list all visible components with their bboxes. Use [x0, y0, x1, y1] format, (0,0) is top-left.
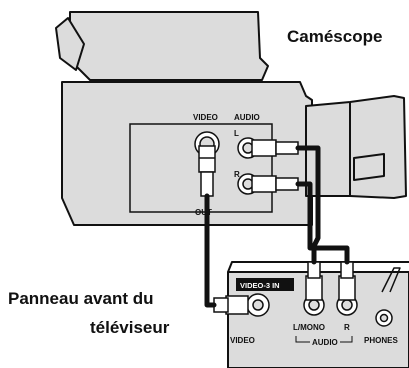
- tv-phones-jack: [375, 309, 393, 327]
- camcorder-out-label: OUT: [195, 208, 212, 217]
- video-cable: [204, 193, 217, 308]
- cables: [204, 145, 350, 308]
- audio-r-cable: [295, 181, 350, 265]
- tv-panel-ridge: [381, 267, 401, 293]
- audio-l-cable: [295, 145, 321, 265]
- camcorder-r-label: R: [234, 170, 240, 179]
- camcorder-handle: [69, 11, 269, 81]
- tv-phones-label: PHONES: [364, 336, 398, 345]
- camcorder-audio-l-jack: [237, 137, 299, 159]
- tv-input-badge: VIDEO-3 IN: [240, 281, 280, 290]
- camcorder-title: Caméscope: [287, 27, 382, 46]
- camcorder-lens-bump: [353, 153, 385, 181]
- camcorder-lens: [305, 95, 407, 199]
- camcorder-video-jack: [194, 131, 220, 197]
- tv-caption-line2: téléviseur: [90, 318, 170, 337]
- tv-lmono-jack: [303, 261, 325, 316]
- tv-r-jack: [336, 261, 358, 316]
- camcorder-handle-strap: [55, 17, 85, 71]
- camcorder-audio-label: AUDIO: [234, 113, 260, 122]
- camcorder-jack-panel: [129, 123, 273, 213]
- camcorder-audio-r-jack: [237, 173, 299, 195]
- tv-audio-label: AUDIO: [312, 338, 338, 347]
- camcorder-l-label: L: [234, 129, 239, 138]
- tv-audio-bracket: [295, 336, 353, 343]
- tv-caption-line1: Panneau avant du: [8, 289, 153, 308]
- tv-lmono-label: L/MONO: [293, 323, 325, 332]
- tv-video-jack: [213, 293, 270, 317]
- camcorder-video-label: VIDEO: [193, 113, 218, 122]
- tv-r-label: R: [344, 323, 350, 332]
- tv-video-label: VIDEO: [230, 336, 255, 345]
- tv-input-badge-bg: [236, 278, 294, 291]
